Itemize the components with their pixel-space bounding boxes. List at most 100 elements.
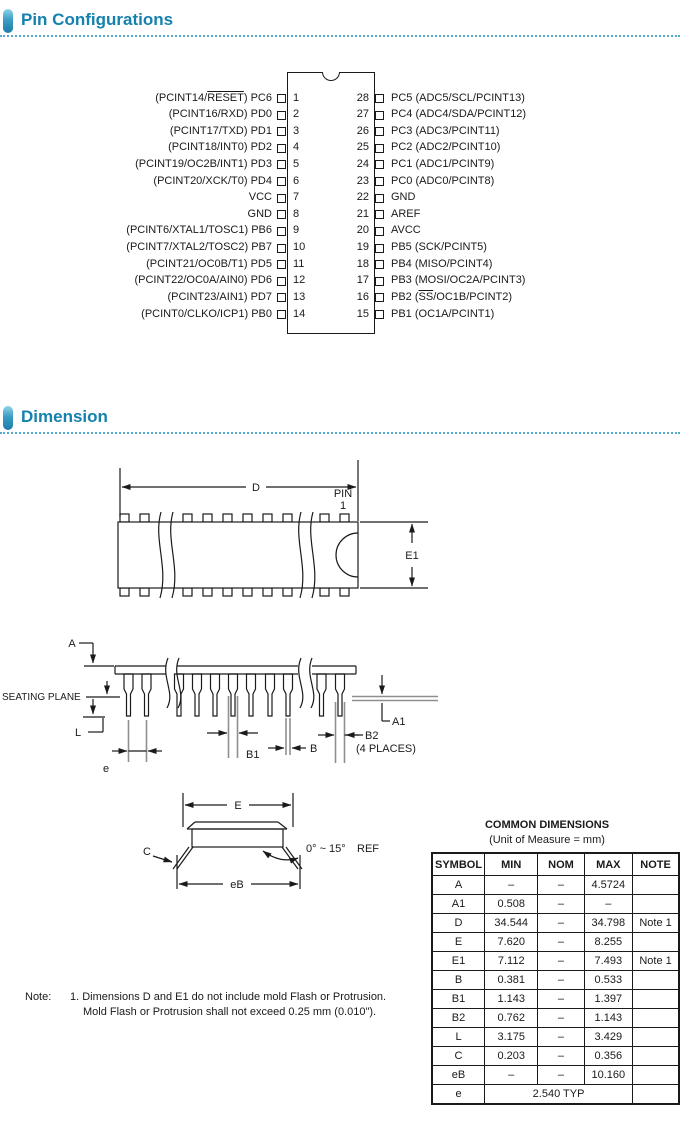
dim-cell: – — [537, 989, 585, 1009]
dim-cell: e — [431, 1084, 486, 1105]
dim-cell: 10.160 — [583, 1065, 634, 1085]
pin-number: 28 — [356, 91, 369, 104]
pin-number: 17 — [356, 274, 369, 287]
package-lead — [264, 673, 276, 717]
pin-label-right: PC0 (ADC0/PCINT8) — [391, 174, 495, 187]
dim-cell: – — [484, 1065, 539, 1085]
pin-stub — [375, 276, 384, 286]
dim-col-header: NOTE — [632, 852, 680, 876]
dim-cell: – — [537, 913, 585, 933]
pin-number: 27 — [356, 108, 369, 121]
pin-label-right: AREF — [391, 207, 421, 220]
pin-number: 16 — [356, 290, 369, 303]
package-pin — [242, 513, 253, 523]
dim-cell: 0.762 — [484, 1008, 539, 1028]
pin-label-left: (PCINT22/OC0A/AIN0) PD6 — [134, 274, 272, 287]
dim-cell: – — [537, 1065, 585, 1085]
dim-cell: A — [431, 875, 486, 895]
section-bullet-icon — [3, 406, 13, 430]
dim-cell: 0.356 — [583, 1046, 634, 1066]
label-d: D — [252, 482, 260, 494]
package-pin — [222, 587, 233, 597]
pin-stub — [375, 243, 384, 253]
dim-cell: – — [537, 875, 585, 895]
dim-cell: 1.143 — [583, 1008, 634, 1028]
dim-cell: 1.143 — [484, 989, 539, 1009]
pin-number: 6 — [293, 174, 300, 187]
pin-number: 1 — [293, 91, 300, 104]
dim-cell — [632, 1084, 680, 1105]
package-pin — [139, 587, 150, 597]
package-pin — [282, 513, 293, 523]
dim-cell — [632, 970, 680, 990]
dim-cell: 0.381 — [484, 970, 539, 990]
package-lead — [316, 673, 327, 717]
dim-cell: eB — [431, 1065, 486, 1085]
dim-cell: D — [431, 913, 486, 933]
package-pin — [202, 587, 213, 597]
pin-stub — [375, 293, 384, 303]
pin-label-right: PB2 (SS/OC1B/PCINT2) — [391, 290, 513, 303]
package-lead — [334, 673, 346, 717]
package-pin — [282, 587, 293, 597]
dim-cell: – — [537, 894, 585, 914]
pin-label-right: PC2 (ADC2/PCINT10) — [391, 141, 501, 154]
dim-cell — [632, 932, 680, 952]
package-lead — [245, 673, 257, 717]
label-a1: A1 — [392, 716, 405, 728]
dim-cell: Note 1 — [632, 951, 680, 971]
dim-col-header: SYMBOL — [431, 852, 486, 876]
dim-cell: E1 — [431, 951, 486, 971]
pin-number: 25 — [356, 141, 369, 154]
pin-label-left: (PCINT16/RXD) PD0 — [168, 108, 272, 121]
dim-cell: 8.255 — [583, 932, 634, 952]
pin-stub — [277, 210, 286, 220]
label-b2: B2 — [365, 730, 378, 742]
dim-cell: 0.508 — [484, 894, 539, 914]
dim-cell — [632, 989, 680, 1009]
section-title-dimension: Dimension — [21, 407, 108, 426]
label-a: A — [68, 638, 76, 650]
pin-label-left: (PCINT23/AIN1) PD7 — [167, 290, 272, 303]
pin-stub — [277, 310, 286, 320]
pin-stub — [277, 243, 286, 253]
dim-row: eB––10.160 — [431, 1065, 680, 1085]
package-pin — [182, 587, 193, 597]
label-l: L — [75, 727, 81, 739]
dim-cell: L — [431, 1027, 486, 1047]
package-pin — [262, 513, 273, 523]
pin-number: 24 — [356, 157, 369, 170]
label-b2-places: (4 PLACES) — [356, 743, 416, 755]
dim-cell: 3.175 — [484, 1027, 539, 1047]
pin-number: 9 — [293, 224, 300, 237]
pin-stub — [277, 193, 286, 203]
package-lead — [141, 673, 152, 717]
dim-cell: – — [537, 951, 585, 971]
package-lead — [209, 673, 221, 717]
pin-stub — [277, 94, 286, 103]
dim-cell: – — [537, 1046, 585, 1066]
package-pin — [242, 587, 253, 597]
pin-label-left: (PCINT20/XCK/T0) PD4 — [153, 174, 272, 187]
package-pin — [339, 513, 350, 523]
package-pin — [119, 587, 130, 597]
dim-cell: 34.798 — [583, 913, 634, 933]
pin-label-right: PC3 (ADC3/PCINT11) — [391, 124, 500, 137]
dim-cell: – — [537, 932, 585, 952]
pin-label-left: (PCINT14/RESET) PC6 — [155, 91, 272, 104]
package-pin — [319, 587, 330, 597]
package-pin — [319, 513, 330, 523]
pin-number: 19 — [356, 241, 369, 254]
section-divider — [0, 35, 680, 37]
pin-stub — [375, 193, 384, 203]
dim-cell: – — [484, 875, 539, 895]
pin-label-right: PC1 (ADC1/PCINT9) — [391, 157, 495, 170]
label-b: B — [310, 743, 317, 755]
pin-stub — [375, 210, 384, 220]
package-pin — [182, 513, 193, 523]
